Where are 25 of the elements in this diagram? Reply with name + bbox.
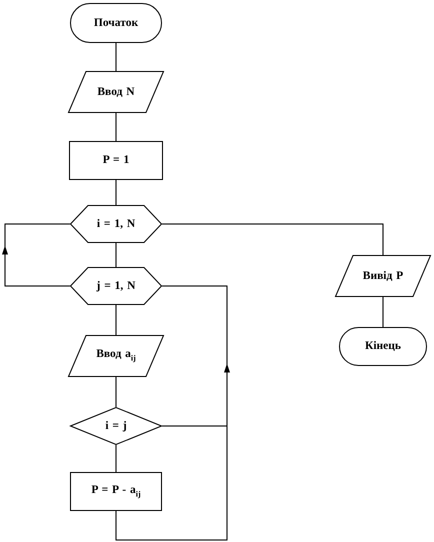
loop-hexagon: [70, 205, 162, 243]
node-label: Ввод N: [97, 86, 135, 98]
terminal-box: [70, 3, 162, 43]
input-output-parallelogram: [68, 71, 164, 113]
node-label: Ввод a$_{ij}$: [96, 348, 136, 364]
node-label: j = 1, N: [96, 280, 136, 292]
node-label: P = 1: [102, 154, 130, 167]
node-label: Початок: [94, 16, 138, 30]
decision-diamond: [70, 407, 162, 445]
input-output-parallelogram: [68, 335, 164, 377]
input-output-parallelogram: [335, 255, 431, 297]
node-label: Вивід P: [362, 270, 404, 282]
process-box: [69, 141, 163, 180]
connector-line: [162, 224, 384, 256]
node-label: Кінець: [365, 340, 401, 353]
process-box: [70, 472, 162, 511]
node-label: i = j: [105, 420, 127, 432]
arrow: [2, 224, 70, 286]
arrow: [162, 286, 230, 426]
loop-hexagon: [70, 267, 162, 305]
connector-line: [116, 426, 228, 540]
node-label: P = P - a$_{ij}$: [91, 484, 141, 500]
connector-line: [382, 296, 384, 328]
terminal-box: [339, 327, 427, 366]
node-label: i = 1, N: [96, 218, 136, 230]
